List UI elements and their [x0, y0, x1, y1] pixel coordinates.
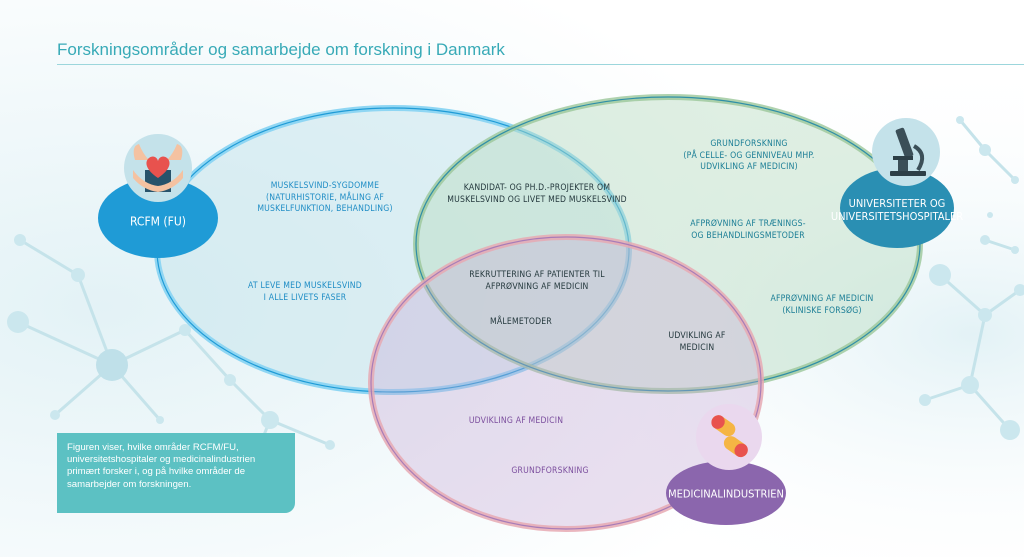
area-industry-basic: Grundforskning	[511, 466, 589, 476]
area-rcfm-disease: Muskelsvind-sygdomme (naturhistorie, mål…	[257, 181, 393, 214]
molecule-network-right	[919, 116, 1024, 440]
area-universities-trials: Afprøvning af medicin (kliniske forsøg)	[770, 294, 874, 316]
figure-caption: Figuren viser, hvilke områder RCFM/FU, u…	[57, 433, 295, 513]
area-universities-training: Afprøvning af trænings- og behandlingsme…	[690, 219, 806, 241]
label-industry: Medicinalindustrien	[668, 487, 784, 501]
label-rcfm: RCFM (FU)	[130, 214, 186, 229]
circle-industry	[368, 234, 764, 532]
area-rcfm-industry: Målemetoder	[490, 317, 552, 327]
molecule-network-left	[7, 234, 335, 475]
area-rcfm-living: At leve med muskelsvind i alle livets fa…	[248, 281, 362, 303]
area-rcfm-universities: Kandidat- og ph.d.-projekter om muskelsv…	[447, 183, 627, 205]
badge-universities	[840, 118, 954, 248]
label-universities: Universiteter og universitetshospitaler	[830, 197, 964, 223]
area-universities-basic: Grundforskning (på celle- og genniveau m…	[683, 139, 815, 172]
badge-rcfm	[98, 134, 218, 258]
area-all-three: Rekruttering af patienter til afprøvning…	[469, 270, 605, 292]
badge-industry	[666, 404, 786, 525]
area-universities-industry: Udvikling af medicin	[668, 331, 726, 353]
page-title: Forskningsområder og samarbejde om forsk…	[57, 40, 505, 59]
area-industry-development: Udvikling af medicin	[468, 416, 564, 426]
title-divider	[57, 64, 1024, 65]
